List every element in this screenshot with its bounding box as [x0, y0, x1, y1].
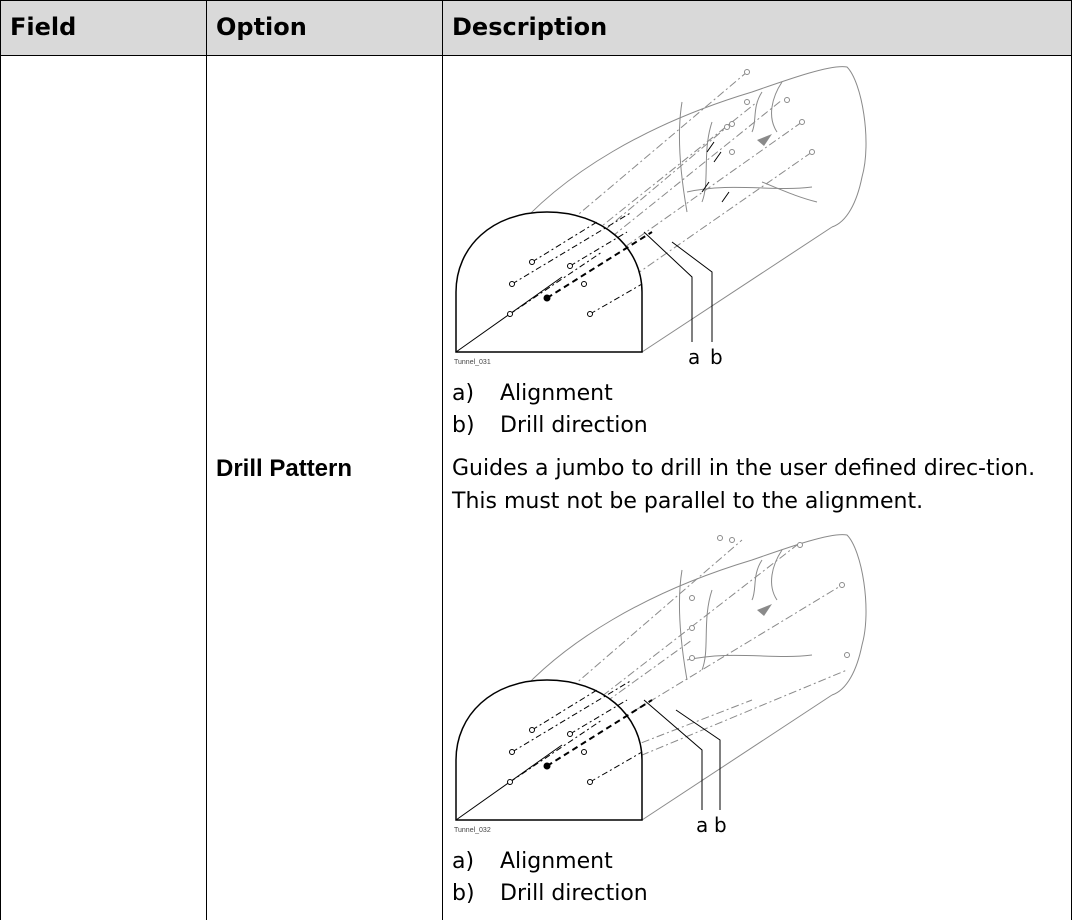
- label-b: b: [710, 345, 723, 369]
- label-a: a: [696, 813, 708, 837]
- table-border-left: [0, 0, 1, 920]
- column-divider-1: [206, 0, 207, 920]
- legend-item: b) Drill direction: [452, 881, 648, 906]
- header-field: Field: [10, 13, 77, 41]
- legend-item: b) Drill direction: [452, 413, 648, 438]
- figure1-legend: a) Alignment b) Drill direction: [452, 378, 648, 442]
- legend-item: a) Alignment: [452, 849, 613, 874]
- header-option: Option: [216, 13, 307, 41]
- table-border-top: [0, 0, 1072, 1]
- tunnel-face: [455, 211, 643, 353]
- legend-item: a) Alignment: [452, 381, 613, 406]
- tunnel-outline-top: [507, 66, 867, 239]
- header-description: Description: [452, 13, 608, 41]
- description-text: Guides a jumbo to drill in the user defi…: [452, 456, 1036, 514]
- tunnel-figure-alignment: Tunnel_031 a b: [454, 66, 867, 369]
- figure2-legend: a) Alignment b) Drill direction: [452, 846, 648, 910]
- table-header: [0, 0, 1072, 55]
- tunnel-outline-base: [641, 226, 833, 353]
- label-b: b: [714, 813, 727, 837]
- figure-id-tag: Tunnel_032: [454, 827, 491, 834]
- label-a: a: [688, 345, 700, 369]
- figure-id-tag: Tunnel_031: [454, 359, 491, 366]
- header-divider: [0, 55, 1072, 56]
- column-divider-2: [442, 0, 443, 920]
- tunnel-figure-drill-pattern: Tunnel_032 a b: [454, 534, 867, 837]
- option-drill-pattern: Drill Pattern: [216, 455, 353, 482]
